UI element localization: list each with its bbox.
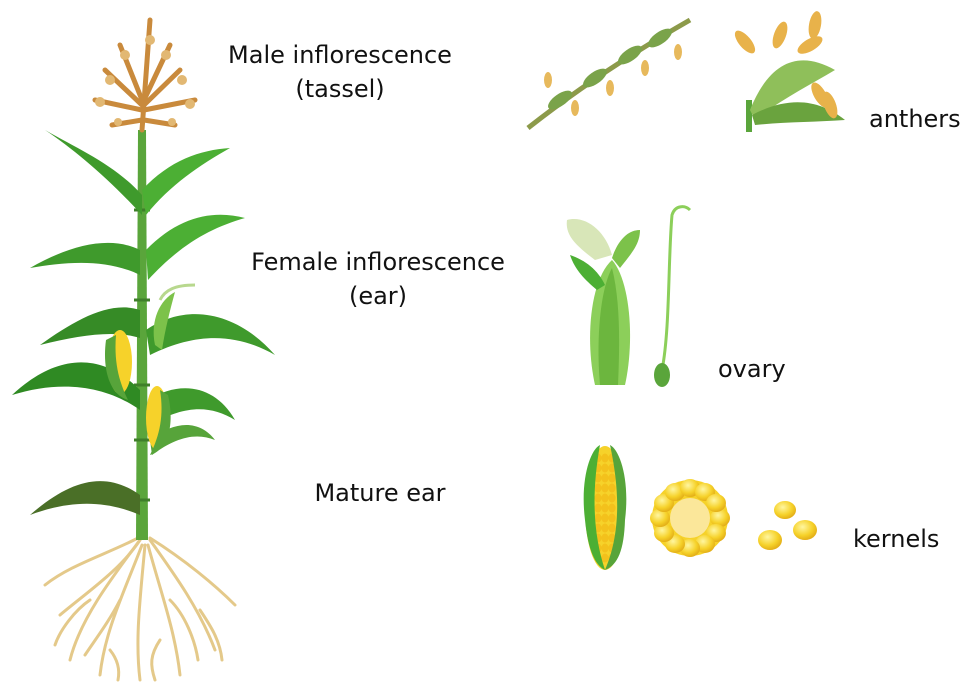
ear-kernel <box>608 484 615 493</box>
anther-spikelet-detail <box>731 10 845 132</box>
female-label-line2: (ear) <box>228 279 528 313</box>
ear-kernel <box>608 514 615 523</box>
kernel <box>650 509 670 527</box>
cob-core <box>674 502 706 534</box>
ear-kernel <box>608 474 615 483</box>
ear-kernel <box>601 534 608 543</box>
ear-kernel <box>601 504 608 513</box>
ear-kernel <box>601 454 608 463</box>
ear-kernel <box>608 494 615 503</box>
ear-kernel <box>601 524 608 533</box>
loose-kernels <box>758 501 817 550</box>
anthers-label: anthers <box>869 102 961 136</box>
ear-kernel <box>601 554 608 563</box>
ear-kernel <box>594 514 601 523</box>
cob-cross-section <box>650 479 730 557</box>
ear-kernel <box>594 504 601 513</box>
kernel <box>654 524 674 542</box>
male-label-line2: (tassel) <box>225 72 455 106</box>
female-ear-detail <box>567 219 640 385</box>
ear-kernel <box>601 464 608 473</box>
ear-kernel <box>601 494 608 503</box>
ovary-label: ovary <box>718 352 786 386</box>
ear-kernel <box>601 484 608 493</box>
ear-kernel <box>594 494 601 503</box>
kernels-label: kernels <box>853 522 939 556</box>
male-label-line1: Male inflorescence <box>225 38 455 72</box>
kernel <box>710 509 730 527</box>
mature-ear-detail <box>584 445 627 570</box>
ovary-detail <box>654 207 690 387</box>
ear-kernel <box>594 484 601 493</box>
female-inflorescence-label: Female inflorescence (ear) <box>228 245 528 313</box>
male-inflorescence-label: Male inflorescence (tassel) <box>225 38 455 106</box>
ear-kernel <box>601 474 608 483</box>
plant-roots <box>45 538 235 680</box>
mature-label-text: Mature ear <box>295 476 465 510</box>
mature-ear-label: Mature ear <box>295 476 465 510</box>
ear-kernel <box>608 524 615 533</box>
tassel-branch-detail <box>528 20 690 128</box>
ear-kernel <box>601 544 608 553</box>
kernel <box>706 494 726 512</box>
ear-kernel <box>601 514 608 523</box>
ear-kernel <box>608 504 615 513</box>
female-label-line1: Female inflorescence <box>228 245 528 279</box>
